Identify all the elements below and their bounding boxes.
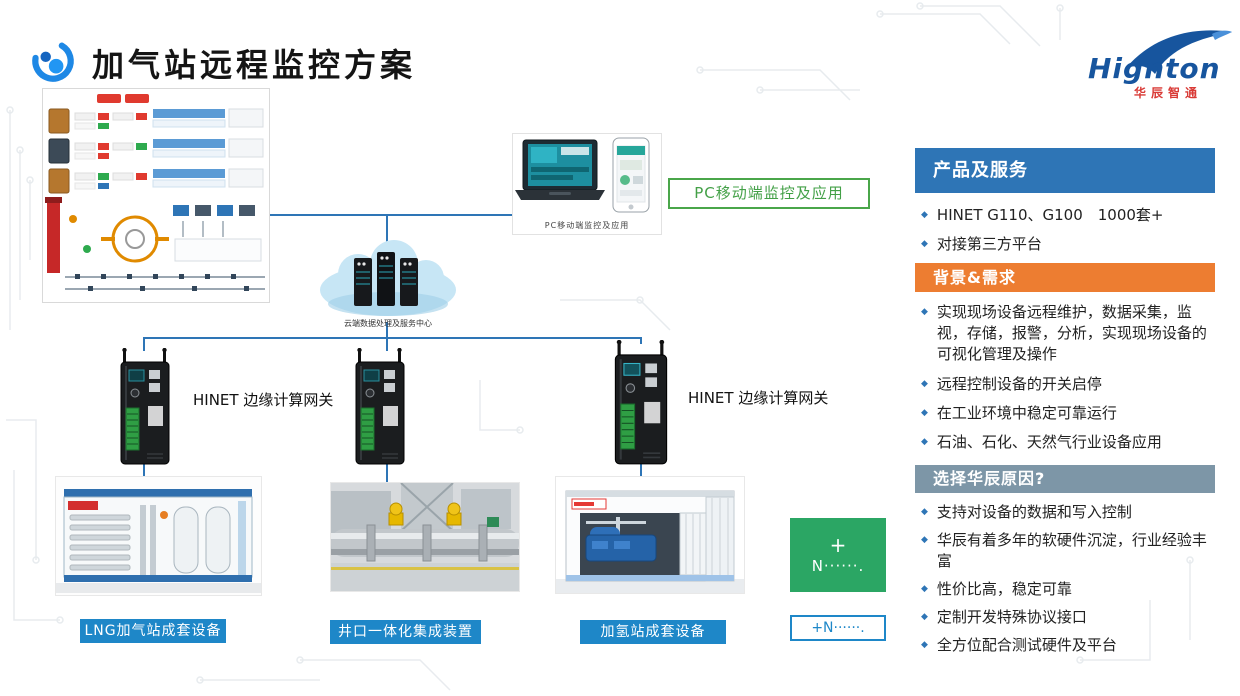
diamond-bullet-icon: ◆ bbox=[921, 408, 928, 418]
edge-gateway-device-3 bbox=[611, 339, 671, 466]
list-item: ◆ 在工业环境中稳定可靠运行 bbox=[921, 403, 1213, 424]
list-item-text: 石油、石化、天然气行业设备应用 bbox=[936, 433, 1162, 451]
list-item-text: 实现现场设备远程维护，数据采集，监视，存储，报警，分析，实现现场设备的可视化管理… bbox=[936, 303, 1207, 363]
list-item-text: 远程控制设备的开关启停 bbox=[936, 375, 1102, 393]
list-item: ◆ 对接第三方平台 bbox=[921, 234, 1213, 255]
more-devices-box: + N······. bbox=[790, 518, 886, 592]
pc-mobile-caption: PC移动端监控及应用 bbox=[544, 221, 630, 230]
huachen-swirl-logo-icon bbox=[28, 36, 78, 86]
list-item: ◆ 远程控制设备的开关启停 bbox=[921, 374, 1213, 395]
scada-dashboard-screenshot bbox=[42, 88, 270, 303]
diamond-bullet-icon: ◆ bbox=[921, 210, 928, 220]
gateway-label-right: HINET 边缘计算网关 bbox=[688, 389, 829, 407]
connector-line bbox=[640, 464, 642, 478]
wellhead-device-photo bbox=[330, 482, 520, 592]
list-item-text: 全方位配合测试硬件及平台 bbox=[936, 636, 1117, 654]
hydrogen-station-photo bbox=[555, 476, 745, 594]
list-item: ◆ 华辰有着多年的软硬件沉淀，行业经验丰富 bbox=[921, 530, 1213, 572]
brand-name: Hignton bbox=[1088, 52, 1221, 85]
page-title: 加气站远程监控方案 bbox=[92, 46, 417, 84]
list-item: ◆ 石油、石化、天然气行业设备应用 bbox=[921, 432, 1213, 453]
connector-line bbox=[386, 464, 388, 484]
list-item: ◆ 实现现场设备远程维护，数据采集，监视，存储，报警，分析，实现现场设备的可视化… bbox=[921, 302, 1213, 365]
laptop-phone-icon bbox=[515, 137, 650, 213]
n-dots: N······. bbox=[811, 557, 865, 575]
list-item: ◆ 支持对设备的数据和写入控制 bbox=[921, 502, 1213, 523]
lng-station-photo bbox=[55, 476, 262, 596]
diamond-bullet-icon: ◆ bbox=[921, 507, 928, 517]
connector-line bbox=[143, 464, 145, 478]
diamond-bullet-icon: ◆ bbox=[921, 612, 928, 622]
list-item: ◆ 全方位配合测试硬件及平台 bbox=[921, 635, 1213, 656]
edge-gateway-device-2 bbox=[352, 347, 408, 466]
gateway-label-left: HINET 边缘计算网关 bbox=[193, 391, 334, 409]
products-services-list: ◆ HINET G110、G100 1000套+ ◆ 对接第三方平台 bbox=[915, 193, 1215, 255]
sidebar: 产品及服务 ◆ HINET G110、G100 1000套+ ◆ 对接第三方平台… bbox=[915, 148, 1215, 663]
cloud-caption: 云端数据处理及服务中心 bbox=[344, 319, 432, 328]
list-item: ◆ 性价比高，稳定可靠 bbox=[921, 579, 1213, 600]
connector-line bbox=[386, 322, 388, 339]
caption-lng-station: LNG加气站成套设备 bbox=[80, 619, 226, 643]
list-item-text: 对接第三方平台 bbox=[936, 235, 1042, 253]
list-item-text: 定制开发特殊协议接口 bbox=[936, 608, 1087, 626]
list-item-text: 性价比高，稳定可靠 bbox=[936, 580, 1072, 598]
section-header-background-needs: 背景&需求 bbox=[915, 263, 1215, 292]
caption-more-devices: +N······. bbox=[790, 615, 886, 641]
caption-wellhead-device: 井口一体化集成装置 bbox=[330, 620, 481, 644]
why-huachen-list: ◆ 支持对设备的数据和写入控制 ◆ 华辰有着多年的软硬件沉淀，行业经验丰富 ◆ … bbox=[915, 493, 1215, 656]
list-item: ◆ 定制开发特殊协议接口 bbox=[921, 607, 1213, 628]
pc-mobile-screenshot: PC移动端监控及应用 bbox=[512, 133, 662, 235]
caption-hydrogen-station: 加氢站成套设备 bbox=[580, 620, 726, 644]
hignton-logo: Hignton 华辰智通 bbox=[1088, 28, 1233, 100]
connector-line bbox=[386, 337, 388, 351]
diamond-bullet-icon: ◆ bbox=[921, 379, 928, 389]
diamond-bullet-icon: ◆ bbox=[921, 437, 928, 447]
section-header-why-huachen: 选择华辰原因? bbox=[915, 465, 1215, 493]
list-item-text: HINET G110、G100 1000套+ bbox=[936, 206, 1164, 224]
connector-line bbox=[143, 337, 145, 351]
list-item: ◆ HINET G110、G100 1000套+ bbox=[921, 205, 1213, 226]
connector-line bbox=[143, 337, 642, 339]
edge-gateway-device-1 bbox=[117, 347, 173, 466]
diamond-bullet-icon: ◆ bbox=[921, 239, 928, 249]
pc-mobile-monitor-label: PC移动端监控及应用 bbox=[668, 178, 870, 209]
cloud-server-icon bbox=[320, 240, 456, 316]
brand-subtitle: 华辰智通 bbox=[1134, 86, 1203, 100]
list-item-text: 华辰有着多年的软硬件沉淀，行业经验丰富 bbox=[936, 531, 1207, 570]
gateway-device-icon bbox=[120, 347, 170, 465]
diamond-bullet-icon: ◆ bbox=[921, 307, 928, 317]
diamond-bullet-icon: ◆ bbox=[921, 535, 928, 545]
plus-sign: + bbox=[829, 533, 847, 557]
connector-line bbox=[270, 214, 587, 216]
cloud-data-center: 云端数据处理及服务中心 bbox=[316, 238, 460, 330]
bird-swoosh-icon bbox=[1126, 30, 1232, 74]
list-item-text: 在工业环境中稳定可靠运行 bbox=[936, 404, 1117, 422]
background-needs-list: ◆ 实现现场设备远程维护，数据采集，监视，存储，报警，分析，实现现场设备的可视化… bbox=[915, 292, 1215, 453]
connector-line bbox=[386, 214, 388, 246]
list-item-text: 支持对设备的数据和写入控制 bbox=[936, 503, 1132, 521]
diamond-bullet-icon: ◆ bbox=[921, 584, 928, 594]
diamond-bullet-icon: ◆ bbox=[921, 640, 928, 650]
section-header-products-services: 产品及服务 bbox=[915, 148, 1215, 193]
